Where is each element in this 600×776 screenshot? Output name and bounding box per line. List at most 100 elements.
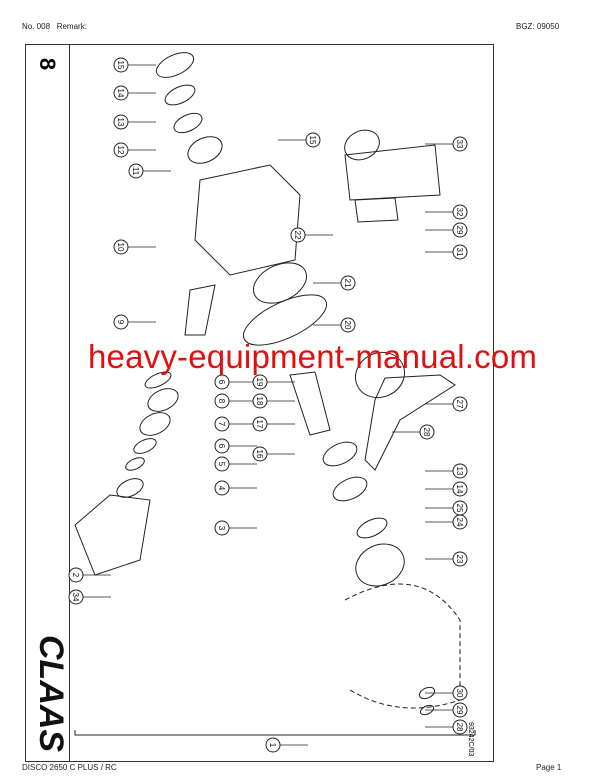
callout-circle xyxy=(113,85,129,101)
callout-label-23: 23 xyxy=(455,555,464,564)
callout-circle xyxy=(452,396,468,412)
callout-label-14: 14 xyxy=(455,485,464,494)
part-10 xyxy=(116,478,144,498)
part-4 xyxy=(344,129,380,161)
part-13 xyxy=(356,517,388,539)
callout-circle xyxy=(340,317,356,333)
callout-circle xyxy=(305,132,321,148)
callout-label-17: 17 xyxy=(255,420,264,429)
callout-label-19: 19 xyxy=(255,378,264,387)
callout-circle xyxy=(252,446,268,462)
callout-circle xyxy=(252,374,268,390)
callout-label-13: 13 xyxy=(455,467,464,476)
callout-circle xyxy=(452,463,468,479)
callout-label-8: 8 xyxy=(217,399,226,404)
part-16 xyxy=(243,294,327,346)
callout-label-12: 12 xyxy=(116,146,125,155)
callout-circle xyxy=(214,393,230,409)
pinion-shaft xyxy=(184,284,216,336)
watermark: heavy-equipment-manual.com xyxy=(88,338,538,375)
callout-circle xyxy=(214,456,230,472)
part-6 xyxy=(147,388,179,412)
gearbox-housing xyxy=(194,164,301,276)
callout-circle xyxy=(340,275,356,291)
callout-label-21: 21 xyxy=(343,279,352,288)
callout-label-3: 3 xyxy=(217,526,226,531)
callout-label-20: 20 xyxy=(343,321,352,330)
callout-label-9: 9 xyxy=(116,320,125,325)
callout-label-28: 28 xyxy=(422,428,431,437)
callout-circle xyxy=(214,416,230,432)
callout-circle xyxy=(113,239,129,255)
left-strip: 8 CLAAS xyxy=(26,45,70,761)
part-17 xyxy=(355,351,405,399)
drive-shaft xyxy=(289,371,331,436)
callout-circle xyxy=(113,314,129,330)
block xyxy=(354,197,399,223)
part-12 xyxy=(332,476,368,502)
part-7 xyxy=(139,412,171,436)
claas-logo: CLAAS xyxy=(32,635,68,752)
callout-circle xyxy=(214,438,230,454)
callout-circle xyxy=(214,480,230,496)
callout-label-30: 30 xyxy=(455,689,464,698)
callout-label-32: 32 xyxy=(455,208,464,217)
header-remark: Remark: xyxy=(56,22,87,31)
part-8 xyxy=(133,438,157,454)
callout-circle xyxy=(452,136,468,152)
part-5 xyxy=(144,371,172,389)
callout-circle xyxy=(452,222,468,238)
callout-label-15: 15 xyxy=(116,61,125,70)
callout-circle xyxy=(68,589,84,605)
bracket-line-1 xyxy=(74,730,476,736)
callout-circle xyxy=(214,374,230,390)
callout-label-7: 7 xyxy=(217,422,226,427)
callout-label-6: 6 xyxy=(217,444,226,449)
callout-label-28: 28 xyxy=(455,723,464,732)
drawing-code: 93242C/03 xyxy=(467,722,474,757)
callout-circle xyxy=(452,702,468,718)
callout-label-6: 6 xyxy=(217,380,226,385)
part-3 xyxy=(187,136,223,164)
callout-circle xyxy=(452,204,468,220)
callout-circle xyxy=(452,551,468,567)
logo-text: CLAAS xyxy=(32,635,68,752)
callout-circle xyxy=(113,142,129,158)
part-0 xyxy=(155,52,195,78)
part-11 xyxy=(322,441,358,467)
bracket xyxy=(344,144,441,201)
support-arm xyxy=(364,374,456,471)
header-bgz: BGZ: 09050 xyxy=(516,22,560,31)
coupling-sleeve xyxy=(74,494,151,576)
footer-model: DISCO 2650 C PLUS / RC xyxy=(22,763,117,772)
callout-circle xyxy=(113,114,129,130)
part-19 xyxy=(419,704,435,716)
callout-label-15: 15 xyxy=(308,136,317,145)
callout-label-14: 14 xyxy=(116,89,125,98)
callout-circle xyxy=(68,567,84,583)
part-14 xyxy=(355,543,405,587)
callout-label-27: 27 xyxy=(455,400,464,409)
callout-circle xyxy=(252,416,268,432)
callout-label-1: 1 xyxy=(268,743,277,748)
part-18 xyxy=(418,686,436,700)
part-9 xyxy=(125,457,145,471)
disc-dashed xyxy=(344,583,461,709)
callout-label-5: 5 xyxy=(217,462,226,467)
callout-circle xyxy=(419,424,435,440)
header-number: No. 008 Remark: xyxy=(22,22,87,31)
callout-circle xyxy=(452,514,468,530)
callout-circle xyxy=(452,685,468,701)
callout-circle xyxy=(452,244,468,260)
callout-label-4: 4 xyxy=(217,486,226,491)
callout-label-31: 31 xyxy=(455,248,464,257)
callout-label-33: 33 xyxy=(455,140,464,149)
diagram-frame: 8 CLAAS xyxy=(25,44,494,762)
callout-circle xyxy=(252,393,268,409)
part-2 xyxy=(173,112,203,134)
callout-label-29: 29 xyxy=(455,706,464,715)
callout-circle xyxy=(214,520,230,536)
callout-label-29: 29 xyxy=(455,226,464,235)
callout-circle xyxy=(452,719,468,735)
